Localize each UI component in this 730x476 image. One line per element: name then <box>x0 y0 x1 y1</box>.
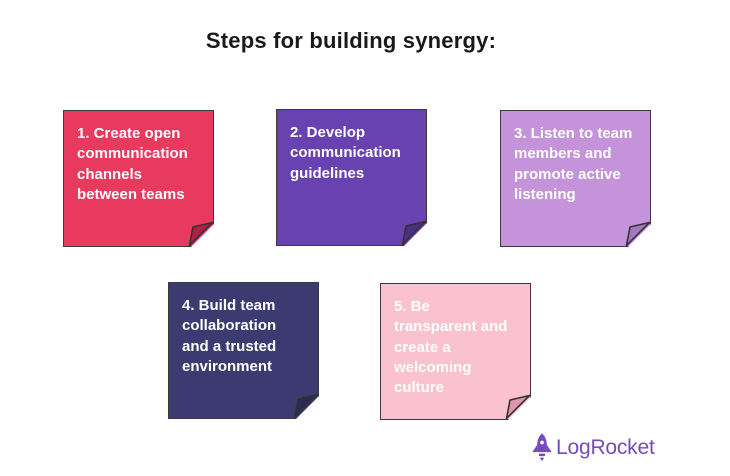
sticky-note-2-label: 2. Develop communication guidelines <box>276 109 427 246</box>
sticky-note-4-label: 4. Build team collaboration and a truste… <box>168 282 319 419</box>
logrocket-logo: LogRocket <box>531 432 655 464</box>
folded-corner-icon <box>625 221 651 247</box>
rocket-icon <box>532 433 552 462</box>
sticky-note-2: 2. Develop communication guidelines <box>276 109 427 246</box>
folded-corner-icon <box>293 393 319 419</box>
sticky-note-4: 4. Build team collaboration and a truste… <box>168 282 319 419</box>
folded-corner-icon <box>505 394 531 420</box>
sticky-note-3: 3. Listen to team members and promote ac… <box>500 110 651 247</box>
sticky-note-1-label: 1. Create open communication channels be… <box>63 110 214 247</box>
page-title: Steps for building synergy: <box>205 28 497 53</box>
sticky-note-5-label: 5. Be transparent and create a welcoming… <box>380 283 531 420</box>
sticky-note-5: 5. Be transparent and create a welcoming… <box>380 283 531 420</box>
folded-corner-icon <box>188 221 214 247</box>
folded-corner-icon <box>401 220 427 246</box>
logrocket-wordmark: LogRocket <box>556 436 655 459</box>
sticky-note-3-label: 3. Listen to team members and promote ac… <box>500 110 651 247</box>
sticky-note-1: 1. Create open communication channels be… <box>63 110 214 247</box>
